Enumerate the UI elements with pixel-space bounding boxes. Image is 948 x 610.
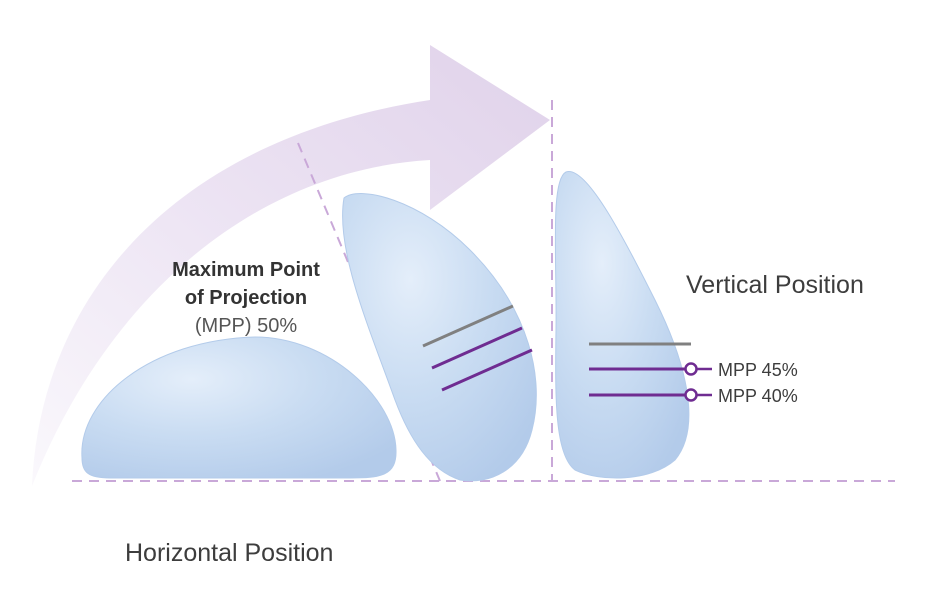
rotation-arrow <box>32 45 550 486</box>
tilted-mpp-line-purple-2 <box>441 348 533 392</box>
tilted-mpp-line-purple-1 <box>431 326 523 370</box>
mpp-40-label: MPP 40% <box>718 386 798 406</box>
mpp-title-line3: (MPP) 50% <box>195 315 297 337</box>
mpp-40-marker-icon <box>684 388 698 402</box>
mpp-title-line2: of Projection <box>185 287 307 309</box>
mpp-45-marker-icon <box>684 362 698 376</box>
implant-horizontal <box>81 336 397 479</box>
tilted-mpp-line-gray <box>422 304 514 348</box>
mpp-45-label: MPP 45% <box>718 360 798 380</box>
vertical-position-label: Vertical Position <box>686 271 864 299</box>
implant-vertical <box>554 171 690 479</box>
horizontal-position-label: Horizontal Position <box>125 539 333 567</box>
mpp-title-line1: Maximum Point <box>172 259 320 281</box>
